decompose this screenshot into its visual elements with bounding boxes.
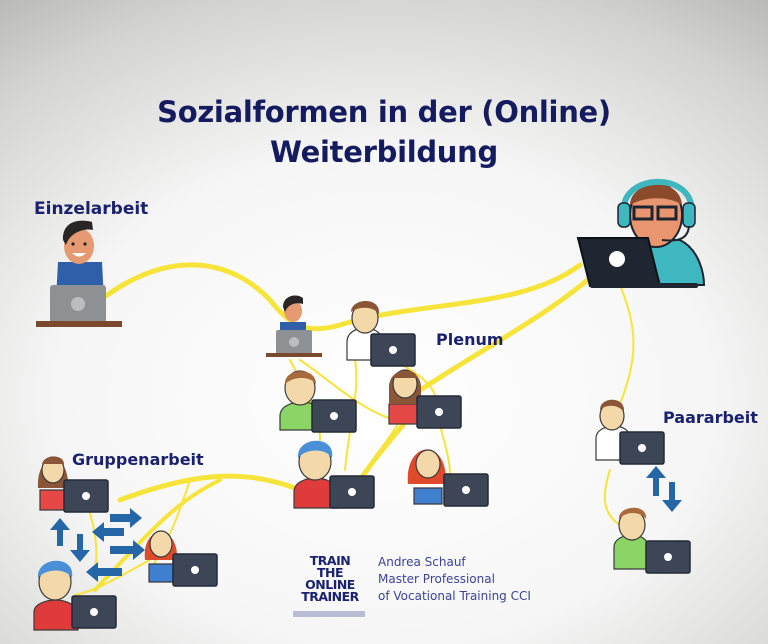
gruppenarbeit-participant-icon bbox=[144, 530, 218, 587]
logo-line: TRAIN bbox=[309, 553, 351, 568]
label-paararbeit: Paararbeit bbox=[663, 408, 758, 427]
paararbeit-participant-icon bbox=[613, 507, 691, 574]
author-name: Andrea Schauf bbox=[378, 555, 466, 569]
author-credit: Andrea Schauf Master Professional of Voc… bbox=[378, 554, 531, 605]
logo-line: THE bbox=[316, 565, 344, 580]
arrow-right-icon bbox=[110, 508, 142, 528]
plenum-presenter-icon bbox=[266, 295, 322, 357]
train-the-online-trainer-logo: TRAIN THE ONLINE TRAINER bbox=[298, 553, 362, 604]
plenum-participant-icon bbox=[388, 369, 462, 429]
label-plenum: Plenum bbox=[436, 330, 504, 349]
label-gruppenarbeit: Gruppenarbeit bbox=[72, 450, 204, 469]
title-line-2: Weiterbildung bbox=[270, 135, 498, 169]
arrow-up-icon bbox=[50, 518, 70, 546]
arrow-up-icon bbox=[646, 466, 666, 496]
logo-line: TRAINER bbox=[301, 589, 359, 604]
author-title: of Vocational Training CCI bbox=[378, 589, 531, 603]
arrow-down-icon bbox=[70, 534, 90, 562]
gruppenarbeit-participant-icon bbox=[37, 456, 109, 513]
arrow-right-icon bbox=[110, 540, 145, 560]
logo-line: ONLINE bbox=[305, 577, 355, 592]
plenum-participant-icon bbox=[279, 370, 357, 433]
gruppenarbeit-participant-icon bbox=[33, 560, 117, 631]
author-title: Master Professional bbox=[378, 572, 495, 586]
exchange-arrows bbox=[50, 466, 682, 582]
arrow-left-icon bbox=[92, 522, 124, 542]
plenum-participant-icon bbox=[407, 449, 489, 507]
einzelarbeit-person-icon bbox=[36, 220, 122, 327]
arrow-down-icon bbox=[662, 482, 682, 512]
plenum-participant-icon bbox=[293, 440, 375, 509]
plenum-participant-icon bbox=[346, 301, 416, 367]
paararbeit-participant-icon bbox=[595, 399, 665, 465]
title-line-1: Sozialformen in der (Online) bbox=[157, 95, 611, 129]
logo-underline bbox=[293, 611, 365, 617]
trainer-icon bbox=[576, 178, 706, 288]
label-einzelarbeit: Einzelarbeit bbox=[34, 199, 149, 219]
arrow-left-icon bbox=[86, 562, 122, 582]
